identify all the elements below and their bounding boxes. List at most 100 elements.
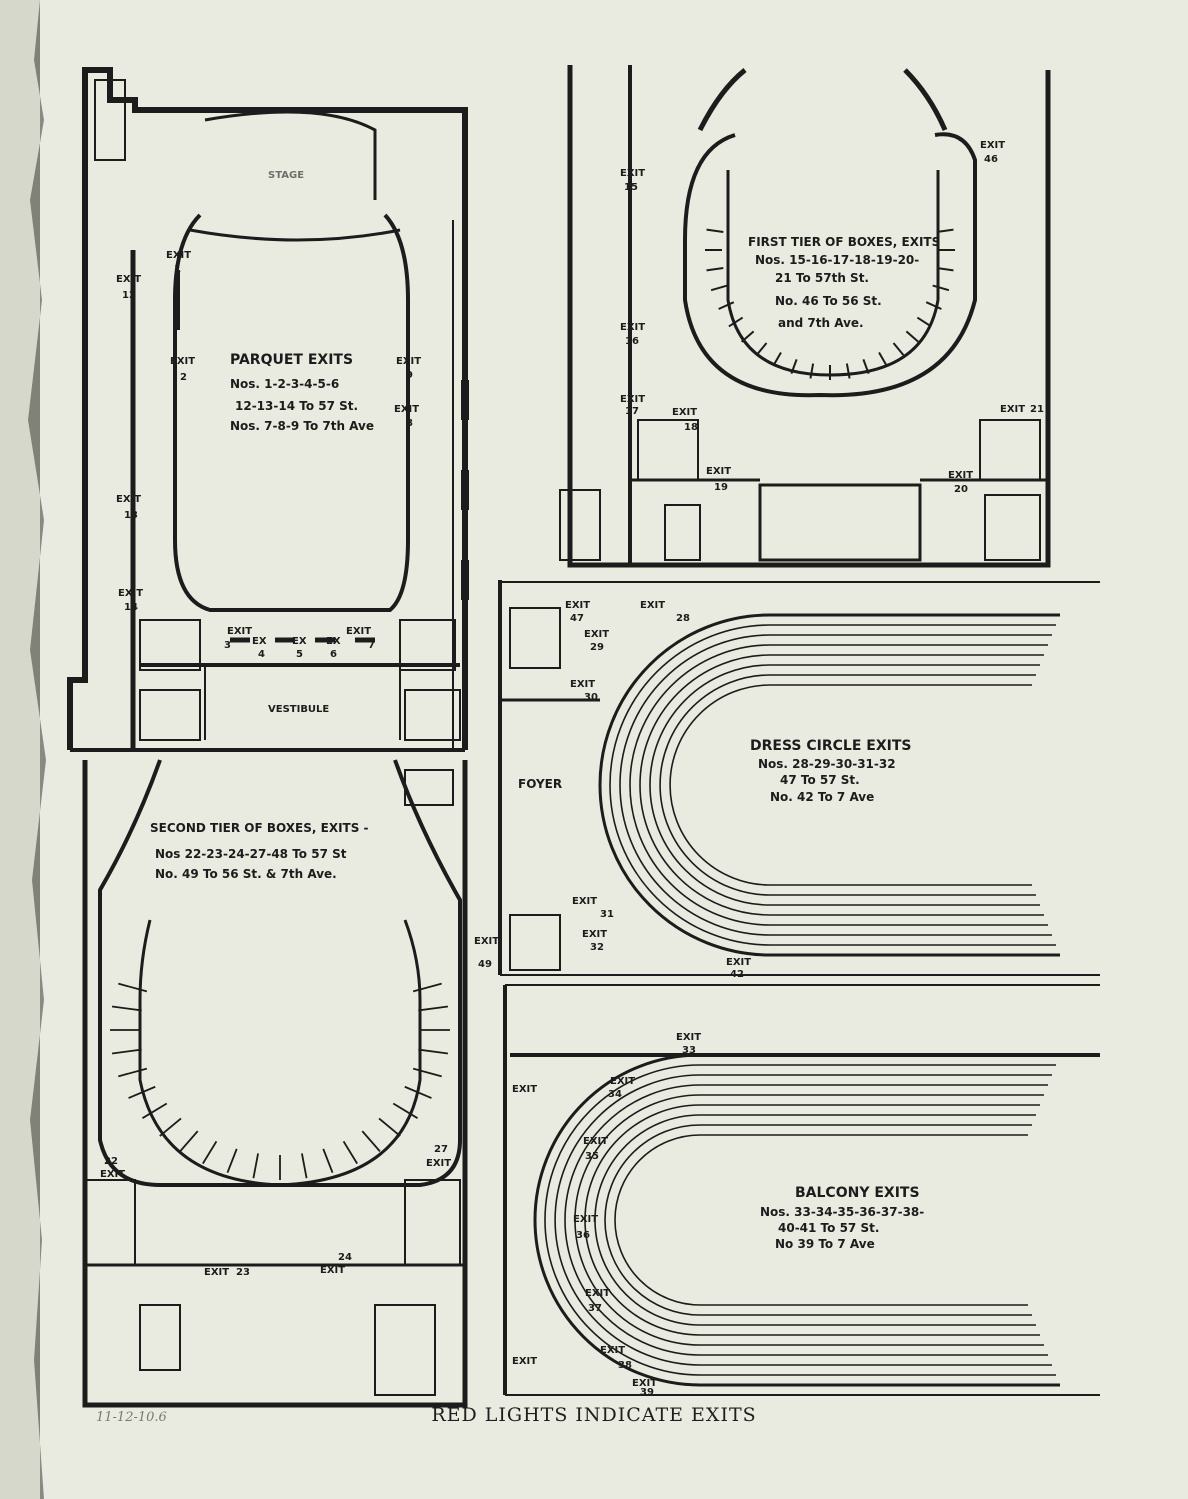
box-partition (342, 1140, 358, 1165)
exit-20-word: EXIT (948, 470, 973, 481)
exit-21-word: EXIT (1000, 404, 1025, 415)
first-tier-line-4: and 7th Ave. (778, 316, 864, 330)
box-partition (755, 342, 768, 356)
dress-circle-row (649, 664, 1040, 906)
stair-block (399, 619, 456, 671)
box-partition (179, 1130, 199, 1152)
archive-stamp: 11-12-10.6 (96, 1410, 167, 1425)
box-partition (378, 1117, 401, 1137)
parquet-plan (67, 67, 469, 752)
exit-28-num: 28 (676, 613, 690, 624)
footer-notice: RED LIGHTS INDICATE EXITS (431, 1404, 757, 1426)
first-tier-heading: FIRST TIER OF BOXES, EXITS (748, 235, 940, 249)
exit-7-word: EXIT (346, 626, 371, 637)
exit-13-word: EXIT (116, 494, 141, 505)
exit-35-word: EXIT (583, 1136, 608, 1147)
balcony-row (574, 1094, 1044, 1346)
balcony-line-2: 40-41 To 57 St. (778, 1221, 879, 1235)
box-partition (111, 1005, 142, 1012)
exit-42-word: EXIT (726, 957, 751, 968)
dress-circle-line-1: Nos. 28-29-30-31-32 (758, 757, 896, 771)
box-partition (772, 351, 782, 367)
exit-34-word: EXIT (610, 1076, 635, 1087)
exit-28-word: EXIT (640, 600, 665, 611)
stair-block (139, 619, 201, 671)
exit-4-word: EX (252, 636, 267, 647)
parquet-exits: EXIT 1 EXIT 2 EXIT 3 EX 4 EX 5 EX 6 EXIT… (116, 250, 421, 660)
box-partition (878, 351, 888, 367)
box-partition (159, 1117, 182, 1137)
box-partition (361, 1130, 381, 1152)
exit-17-word: EXIT (620, 394, 645, 405)
box-partition (925, 301, 942, 310)
exit-1-num: 1 (174, 264, 181, 275)
exit-38-word: EXIT (600, 1345, 625, 1356)
parquet-line-3: Nos. 7-8-9 To 7th Ave (230, 419, 374, 433)
paper-edge (0, 0, 40, 1499)
exit-1-word: EXIT (166, 250, 191, 261)
dress-circle-row (598, 613, 1060, 957)
balcony-plan (503, 984, 1100, 1396)
exit-49-num: 49 (478, 959, 492, 970)
exit-13-num: 13 (124, 510, 138, 521)
second-tier-inner-curve (138, 919, 422, 1187)
first-tier-plan (559, 65, 1051, 568)
box-partition (226, 1148, 238, 1173)
parquet-heading: PARQUET EXITS (230, 352, 353, 368)
box-partition (412, 982, 442, 993)
box-partition (892, 342, 905, 356)
exit-2-num: 2 (180, 372, 187, 383)
exit-19-num: 19 (714, 482, 728, 493)
exit-3-word: EXIT (227, 626, 252, 637)
exit-24-word: EXIT (320, 1265, 345, 1276)
exit-5-word: EX (292, 636, 307, 647)
exit-18-num: 18 (684, 422, 698, 433)
foyer-label: FOYER (518, 777, 562, 791)
stair-block (404, 689, 461, 741)
box-partition (418, 1005, 449, 1012)
balcony-row (604, 1124, 1032, 1316)
box-partition (706, 228, 724, 234)
exit-6-num: 6 (330, 649, 337, 660)
exit-21-num: 21 (1030, 404, 1044, 415)
dress-circle-row (619, 634, 1052, 936)
exit-15-num: 15 (624, 182, 638, 193)
box-partition (118, 982, 148, 993)
box-partition (118, 1067, 148, 1078)
dress-circle-plan (498, 580, 1100, 976)
exit-33-num: 33 (682, 1045, 696, 1056)
exit-15-word: EXIT (620, 168, 645, 179)
exit-36-num: 36 (576, 1230, 590, 1241)
exit-30-num: 30 (584, 692, 598, 703)
exit-14-word: EXIT (118, 588, 143, 599)
exit-32-word: EXIT (582, 929, 607, 940)
box-partition (392, 1102, 418, 1119)
exit-46-word: EXIT (980, 140, 1005, 151)
exit-18-word: EXIT (672, 407, 697, 418)
exit-20-num: 20 (954, 484, 968, 495)
exit-14-num: 14 (124, 602, 138, 613)
exit-35-num: 35 (585, 1151, 599, 1162)
exit-6-word: EX (326, 636, 341, 647)
exit-7-num: 7 (368, 640, 375, 651)
box-partition (916, 316, 932, 328)
parquet-outer-wall (67, 67, 468, 750)
exit-40-word: EXIT (512, 1084, 537, 1095)
second-tier-exits: 22 EXIT EXIT 23 24 EXIT 27 EXIT (100, 1144, 451, 1278)
exit-47-num: 47 (570, 613, 584, 624)
exit-32-num: 32 (590, 942, 604, 953)
dress-circle-rows (598, 613, 1060, 957)
balcony-row (554, 1074, 1052, 1366)
box-partition (845, 363, 851, 379)
exit-41-word: EXIT (512, 1356, 537, 1367)
stage-curve (204, 110, 377, 200)
box-partition (932, 284, 950, 292)
exit-12-num: 12 (122, 290, 136, 301)
balcony-row (614, 1134, 1028, 1306)
exit-36-word: EXIT (573, 1214, 598, 1225)
exit-30-word: EXIT (570, 679, 595, 690)
balcony-line-3: No 39 To 7 Ave (775, 1237, 875, 1251)
exit-19-word: EXIT (706, 466, 731, 477)
dress-circle-row (629, 644, 1048, 926)
exit-39-num: 39 (640, 1387, 654, 1398)
